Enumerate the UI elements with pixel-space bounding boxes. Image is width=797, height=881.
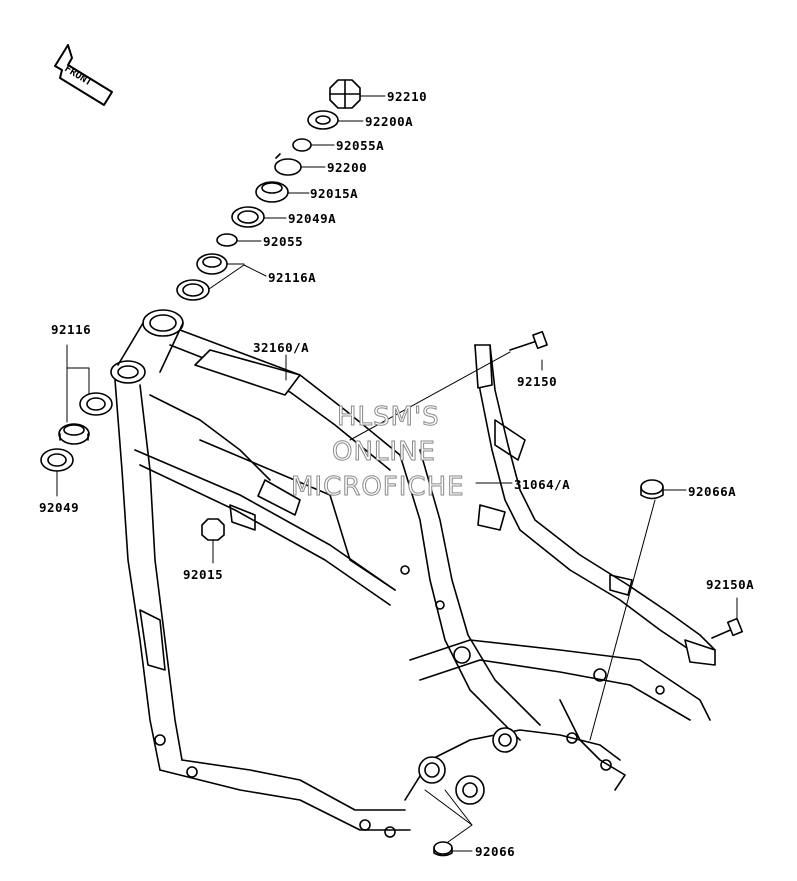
part-label-92015: 92015 [183,567,224,582]
bearing-cap-92049a-icon [231,206,265,228]
cap-92066a-icon [640,479,664,500]
bearing-92116a-upper-icon [196,253,228,275]
rear-subframe [474,344,716,666]
bolt-92150-icon [509,330,548,351]
washer-92200a-icon [307,110,339,130]
part-label-92200: 92200 [327,160,368,175]
locknut-92015a-icon [255,181,289,203]
part-label-92015a: 92015A [310,186,359,201]
oring-92055a-icon [292,138,312,152]
part-label-92055: 92055 [263,234,304,249]
part-label-92116: 92116 [51,322,92,337]
part-label-92210: 92210 [387,89,428,104]
part-label-92150a: 92150A [706,577,755,592]
part-label-32160a: 32160/A [253,340,310,355]
nut-92210-icon [329,79,361,109]
bearing-92116a-lower-icon [176,279,210,301]
part-label-92066a: 92066A [688,484,737,499]
oring-92055-icon [216,233,238,247]
part-label-92049: 92049 [39,500,80,515]
washer-92200-icon [274,153,302,176]
part-label-92049a: 92049A [288,211,337,226]
watermark-line2: ONLINE [332,437,436,468]
nut-92015-icon [201,518,225,541]
part-label-31064a: 31064/A [514,477,571,492]
steering-head [110,309,184,384]
part-label-92200a: 92200A [365,114,414,129]
frame-main-tubes [114,329,711,838]
watermark-line3: MICROFICHE [291,472,465,503]
bearing-race-92116-icon [58,423,90,445]
part-label-92150: 92150 [517,374,558,389]
cap-92066-icon [433,841,453,857]
part-label-92066: 92066 [475,844,516,859]
front-arrow-label: FRONT [62,63,93,88]
leader-lines [56,95,738,852]
part-label-92055a: 92055A [336,138,385,153]
bolt-92150a-icon [711,617,744,639]
part-label-92116a: 92116A [268,270,317,285]
watermark-line1: HLSM'S [337,402,440,433]
seal-92049-icon [40,448,74,472]
bearing-92116-icon [79,392,113,416]
front-arrow-icon: FRONT [54,44,113,106]
